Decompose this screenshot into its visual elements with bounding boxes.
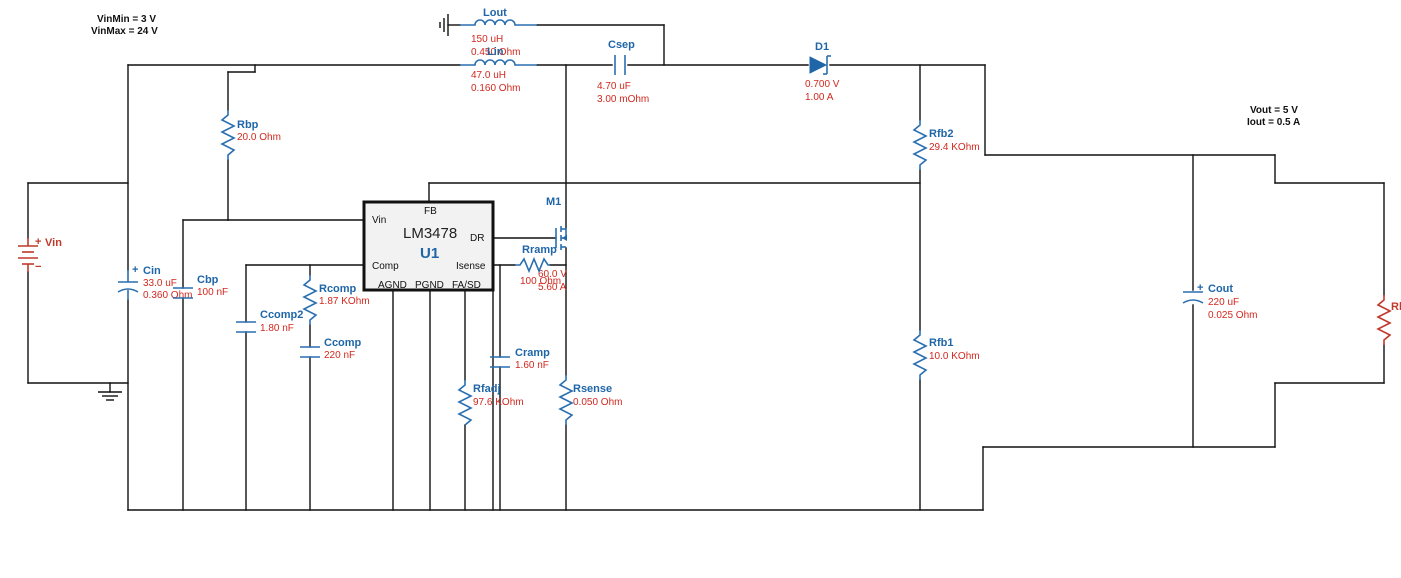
lout-value-2: 0.450 Ohm <box>471 47 520 58</box>
rbp-label: Rbp <box>237 119 259 131</box>
cramp-value-1: 1.60 nF <box>515 360 549 371</box>
vout-note: Vout = 5 V <box>1250 105 1298 116</box>
rbp-value-1: 20.0 Ohm <box>237 132 281 143</box>
ccomp2-label: Ccomp2 <box>260 309 303 321</box>
ground-symbol-left <box>98 391 122 401</box>
cbp-value-1: 100 nF <box>197 287 228 298</box>
ic-ref: U1 <box>420 245 439 262</box>
rfb1-value-1: 10.0 KOhm <box>929 351 980 362</box>
cin-plus: + <box>132 264 138 276</box>
pin-pgnd: PGND <box>415 280 444 291</box>
rsense-value-1: 0.050 Ohm <box>573 397 622 408</box>
rcomp-label: Rcomp <box>319 283 357 295</box>
cout-plus: + <box>1197 282 1203 294</box>
ccomp-value-1: 220 nF <box>324 350 355 361</box>
csep-capacitor[interactable]: Csep 4.70 uF 3.00 mOhm <box>597 39 649 105</box>
lin-inductor[interactable]: Lin 47.0 uH 0.160 Ohm <box>460 46 537 94</box>
rfadj-label: Rfadj <box>473 383 501 395</box>
vin-min-note: VinMin = 3 V <box>97 14 156 25</box>
ground-symbol-top <box>439 14 449 36</box>
ccomp2-value-1: 1.80 nF <box>260 323 294 334</box>
lout-inductor[interactable]: Lout 150 uH 0.450 Ohm <box>460 7 537 58</box>
m1-mosfet[interactable]: M1 60.0 V 5.60 A <box>538 196 567 293</box>
csep-value-2: 3.00 mOhm <box>597 94 649 105</box>
rramp-value-1: 100 Ohm <box>520 276 561 287</box>
pin-vin: Vin <box>372 215 386 226</box>
cout-value-1: 220 uF <box>1208 297 1239 308</box>
rl-load-resistor[interactable]: Rl <box>1376 295 1401 345</box>
rfadj-resistor[interactable]: Rfadj 97.6 KOhm <box>457 380 524 426</box>
ic-part-number: LM3478 <box>403 225 457 242</box>
pin-fasd: FA/SD <box>452 280 481 291</box>
vin-minus: − <box>35 261 41 273</box>
lin-value-1: 47.0 uH <box>471 70 506 81</box>
ccomp-label: Ccomp <box>324 337 362 349</box>
cramp-label: Cramp <box>515 347 550 359</box>
cramp-capacitor[interactable]: Cramp 1.60 nF <box>490 347 550 371</box>
pin-agnd: AGND <box>378 280 407 291</box>
pin-comp: Comp <box>372 261 399 272</box>
rfb1-resistor[interactable]: Rfb1 10.0 KOhm <box>912 330 980 380</box>
lin-value-2: 0.160 Ohm <box>471 83 520 94</box>
cbp-label: Cbp <box>197 274 219 286</box>
cbp-capacitor[interactable]: Cbp 100 nF <box>173 274 228 299</box>
cout-label: Cout <box>1208 283 1233 295</box>
rsense-label: Rsense <box>573 383 612 395</box>
cin-capacitor[interactable]: + Cin 33.0 uF 0.360 Ohm <box>117 264 192 301</box>
cin-value-1: 33.0 uF <box>143 278 177 289</box>
rbp-resistor[interactable]: Rbp 20.0 Ohm <box>220 110 281 160</box>
csep-value-1: 4.70 uF <box>597 81 631 92</box>
pin-dr: DR <box>470 233 484 244</box>
rramp-label: Rramp <box>522 244 557 256</box>
rl-label: Rl <box>1391 301 1401 313</box>
rfb2-resistor[interactable]: Rfb2 29.4 KOhm <box>912 120 980 170</box>
d1-diode[interactable]: D1 0.700 V 1.00 A <box>805 41 840 103</box>
lout-label: Lout <box>483 7 507 19</box>
cout-capacitor[interactable]: + Cout 220 uF 0.025 Ohm <box>1182 282 1257 321</box>
rcomp-resistor[interactable]: Rcomp 1.87 KOhm <box>302 275 370 325</box>
iout-note: Iout = 0.5 A <box>1247 117 1300 128</box>
cout-value-2: 0.025 Ohm <box>1208 310 1257 321</box>
cin-value-2: 0.360 Ohm <box>143 290 192 301</box>
vin-label: Vin <box>45 237 62 249</box>
m1-value-1: 60.0 V <box>538 269 567 280</box>
rsense-resistor[interactable]: Rsense 0.050 Ohm <box>558 375 622 425</box>
rcomp-value-1: 1.87 KOhm <box>319 296 370 307</box>
rfb2-label: Rfb2 <box>929 128 953 140</box>
rramp-resistor[interactable]: Rramp 100 Ohm <box>515 244 561 287</box>
rfadj-value-1: 97.6 KOhm <box>473 397 524 408</box>
csep-label: Csep <box>608 39 635 51</box>
u1-controller-ic[interactable]: FB Vin DR Comp Isense AGND PGND FA/SD LM… <box>362 200 495 292</box>
wires <box>27 24 1385 511</box>
pin-fb: FB <box>424 206 437 217</box>
rfb1-label: Rfb1 <box>929 337 953 349</box>
vin-max-note: VinMax = 24 V <box>91 26 158 37</box>
m1-value-2: 5.60 A <box>538 282 567 293</box>
lout-value-1: 150 uH <box>471 34 503 45</box>
pin-isense: Isense <box>456 261 486 272</box>
vin-plus: + <box>35 236 41 248</box>
d1-label: D1 <box>815 41 829 53</box>
vin-source[interactable]: + Vin − <box>18 236 62 273</box>
ccomp-capacitor[interactable]: Ccomp 220 nF <box>300 337 362 361</box>
rfb2-value-1: 29.4 KOhm <box>929 142 980 153</box>
ccomp2-capacitor[interactable]: Ccomp2 1.80 nF <box>236 309 303 334</box>
cin-label: Cin <box>143 265 161 277</box>
d1-value-1: 0.700 V <box>805 79 840 90</box>
m1-label: M1 <box>546 196 561 208</box>
lin-label: Lin <box>487 46 504 58</box>
d1-value-2: 1.00 A <box>805 92 834 103</box>
